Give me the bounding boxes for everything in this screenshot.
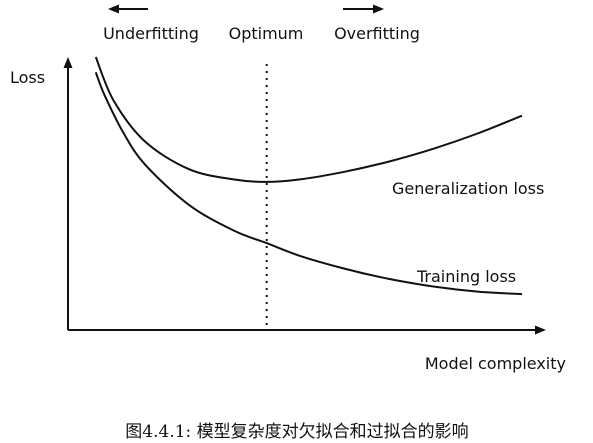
training-loss-curve bbox=[94, 71, 523, 296]
x-axis-arrowhead bbox=[535, 325, 546, 335]
y-axis-label: Loss bbox=[10, 68, 45, 87]
generalization-loss-curve bbox=[94, 56, 523, 183]
y-axis-arrowhead bbox=[63, 57, 73, 68]
x-axis-label: Model complexity bbox=[425, 354, 566, 373]
underfitting-label: Underfitting bbox=[103, 24, 199, 43]
training-loss-label: Training loss bbox=[416, 267, 516, 286]
figure-caption: 图4.4.1: 模型复杂度对欠拟合和过拟合的影响 bbox=[125, 422, 468, 442]
overfitting-label: Overfitting bbox=[334, 24, 420, 43]
underfitting-arrowhead bbox=[108, 4, 119, 14]
optimum-label: Optimum bbox=[229, 24, 304, 43]
overfitting-arrowhead bbox=[373, 4, 384, 14]
generalization-loss-label: Generalization loss bbox=[392, 179, 544, 198]
